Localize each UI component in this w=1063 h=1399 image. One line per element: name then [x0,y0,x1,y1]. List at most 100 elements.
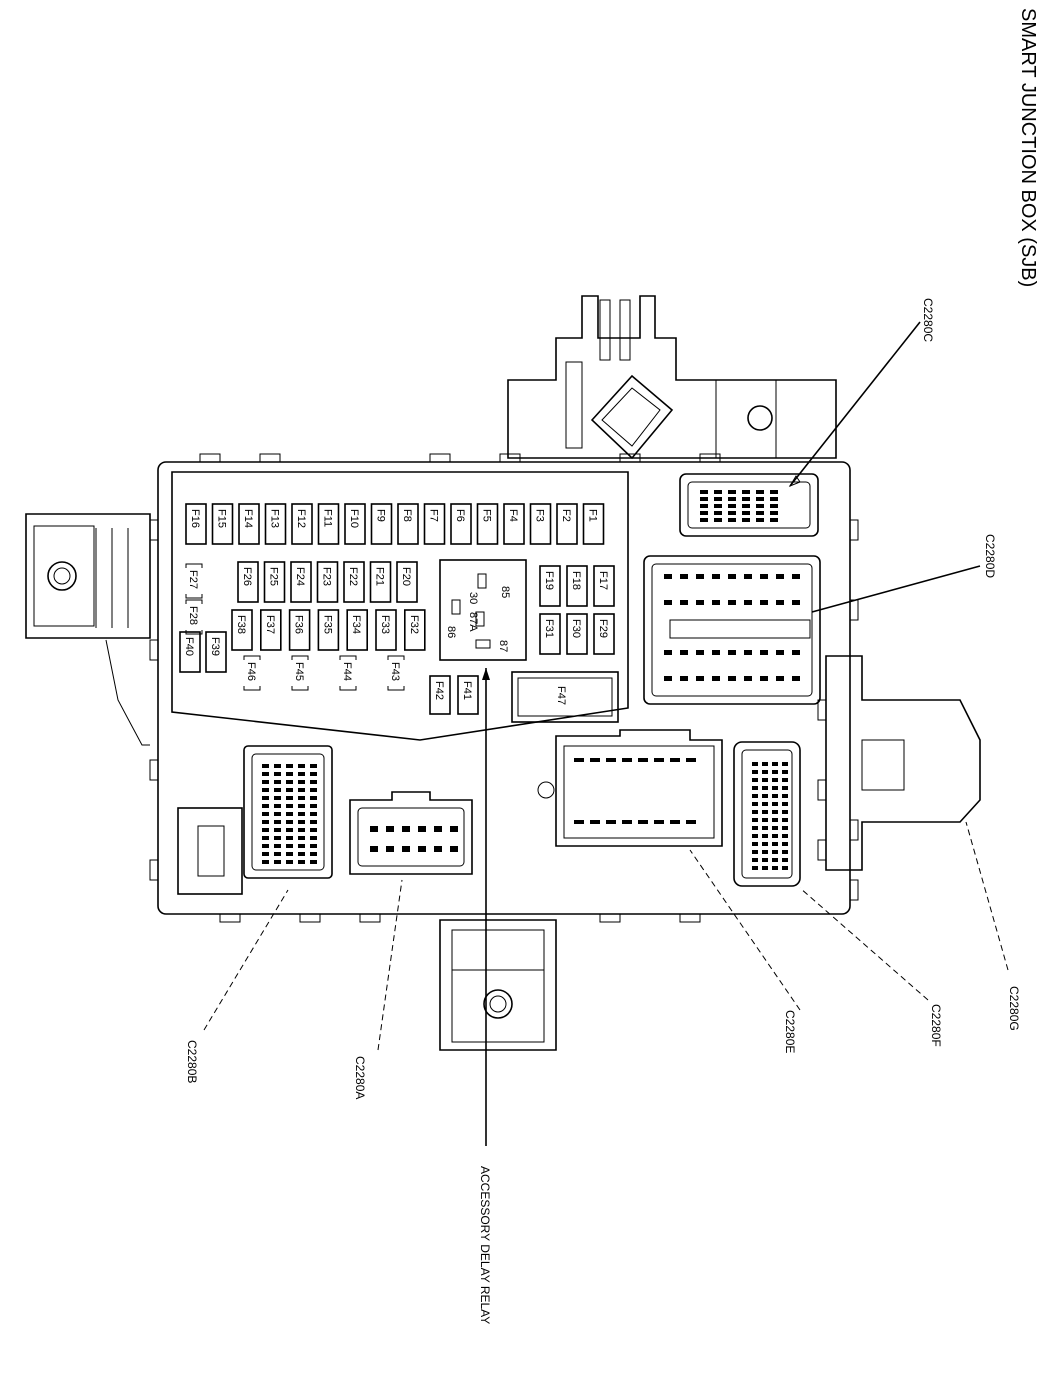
fuse-label: F24 [294,567,306,586]
pin [770,490,778,494]
pin [772,770,778,774]
pin [776,676,784,681]
fuse-label: F20 [400,567,412,586]
pin [762,762,768,766]
fuse: F31 [539,613,561,655]
pin [728,518,736,522]
pin [756,518,764,522]
fuse: F42 [429,675,451,715]
pin [664,650,672,655]
fuse-label: F4 [507,509,519,522]
pin [262,844,269,848]
fuse: F16 [185,503,207,545]
pin [728,600,736,605]
fuse-label: F16 [189,509,201,528]
pin [402,846,410,852]
pin [762,826,768,830]
pin [712,676,720,681]
pin [434,846,442,852]
pin [770,504,778,508]
pin [310,796,317,800]
fuse: F36 [288,609,311,651]
pin [664,600,672,605]
pin [274,804,281,808]
relay-pin-87: 87 [497,640,509,652]
pin [782,842,788,846]
fuse: F19 [539,565,561,607]
pin [298,844,305,848]
pin [762,786,768,790]
pin [654,820,664,824]
pin [770,497,778,501]
pin [402,826,410,832]
pin [762,834,768,838]
label-c2280c: C2280C [921,298,935,342]
fuse: F10 [344,503,366,545]
pin [298,828,305,832]
pin [714,490,722,494]
pin [782,818,788,822]
fuse: F25 [263,561,286,603]
fuse: F3 [529,503,552,545]
label-c2280b: C2280B [185,1040,199,1083]
pin [772,818,778,822]
fuse: F2 [556,503,578,545]
pin [274,828,281,832]
pin [664,676,672,681]
pin [310,772,317,776]
pin [712,650,720,655]
pin [298,764,305,768]
pin [574,758,584,762]
fuse: F29 [593,613,615,655]
pin [782,794,788,798]
pin [744,600,752,605]
fuse-label: F40 [183,637,195,656]
mini-fuse: F28 [185,599,203,635]
pin [274,820,281,824]
accessory-delay-relay: 85 30 87A 86 87 [439,559,527,661]
pin [728,497,736,501]
fuse-label: F26 [241,567,253,586]
fuse: F6 [450,503,472,545]
pin [772,794,778,798]
pin [298,772,305,776]
pin [752,850,758,854]
pin [772,866,778,870]
leader-lines [203,321,1009,1146]
pin [782,834,788,838]
relay-pin-86: 86 [445,626,457,638]
pin [772,850,778,854]
fuse: F4 [503,503,525,545]
pin [782,802,788,806]
pin [298,836,305,840]
pin [714,504,722,508]
fuse-label: F29 [597,619,609,638]
pin [760,574,768,579]
pin [274,796,281,800]
fuse: F5 [476,503,499,545]
label-c2280g: C2280G [1007,986,1021,1031]
pin [700,490,708,494]
pin [792,676,800,681]
fuse-label: F23 [321,567,333,586]
pin [756,511,764,515]
fuse: F9 [370,503,393,545]
pin [728,490,736,494]
pin [298,780,305,784]
fuse-label: F13 [269,509,281,528]
fuse-f47-label: F47 [555,686,567,705]
pin [298,820,305,824]
fuse: F26 [237,561,259,603]
fuse-label: F5 [481,509,493,522]
pin [752,802,758,806]
pin [728,574,736,579]
pin [756,504,764,508]
pin [310,804,317,808]
fuse: F15 [211,503,234,545]
pin [370,846,378,852]
fuse-label: F37 [264,615,276,634]
pin [274,852,281,856]
fuse-label: F9 [375,509,387,522]
fuse-label: F14 [242,509,254,528]
relay-pin-85: 85 [499,586,511,598]
